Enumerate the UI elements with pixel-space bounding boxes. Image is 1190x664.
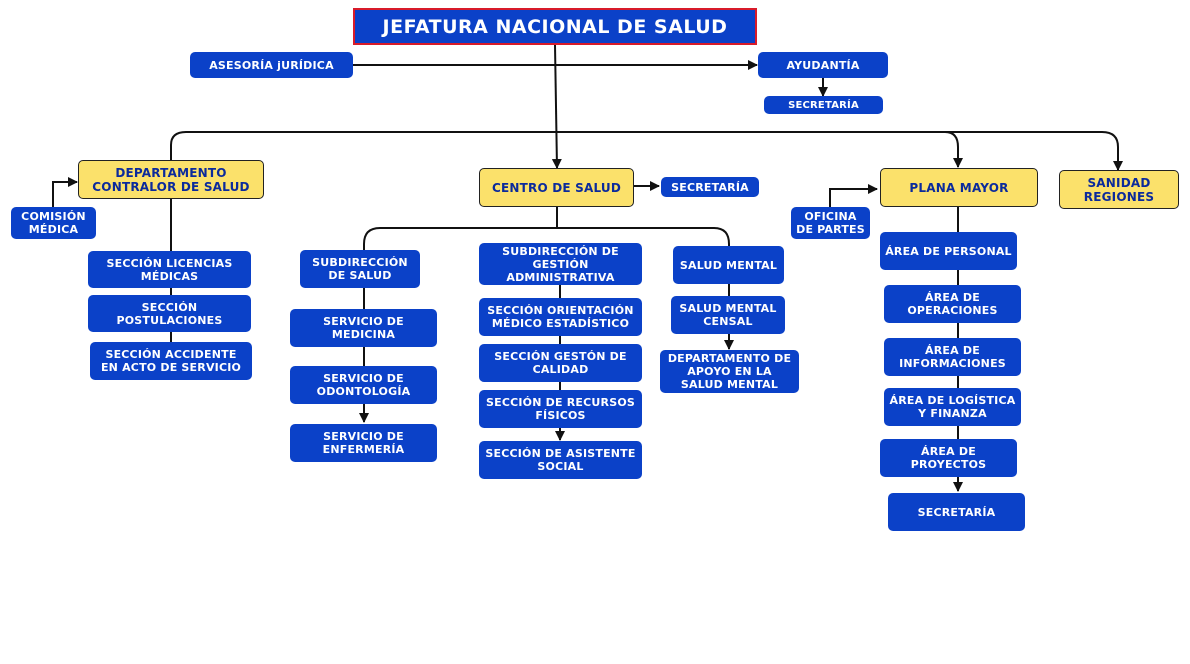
line-comision: [52, 177, 78, 207]
line-branch-left: [363, 227, 557, 250]
node-seccion-recursos-fisicos: SECCIÓN DE RECURSOS FÍSICOS: [479, 390, 642, 428]
node-ayudantia: AYUDANTÍA: [758, 52, 888, 78]
node-seccion-asistente-social: SECCIÓN DE ASISTENTE SOCIAL: [479, 441, 642, 479]
node-subdireccion-gestion: SUBDIRECCIÓN DE GESTIÓN ADMINISTRATIVA: [479, 243, 642, 285]
node-seccion-accidente: SECCIÓN ACCIDENTE EN ACTO DE SERVICIO: [90, 342, 252, 380]
node-seccion-licencias: SECCIÓN LICENCIAS MÉDICAS: [88, 251, 251, 288]
node-servicio-enfermeria: SERVICIO DE ENFERMERÍA: [290, 424, 437, 462]
node-area-informaciones: ÁREA DE INFORMACIONES: [884, 338, 1021, 376]
node-sanidad-regiones: SANIDAD REGIONES: [1059, 170, 1179, 209]
node-oficina-partes: OFICINA DE PARTES: [791, 207, 870, 239]
node-servicio-odontologia: SERVICIO DE ODONTOLOGÍA: [290, 366, 437, 404]
node-salud-mental-censal: SALUD MENTAL CENSAL: [671, 296, 785, 334]
line-oficina: [829, 184, 878, 207]
node-comision-medica: COMISIÓN MÉDICA: [11, 207, 96, 239]
line-top-bar: [170, 131, 1123, 171]
node-secretaria-plana: SECRETARÍA: [888, 493, 1025, 531]
node-area-operaciones: ÁREA DE OPERACIONES: [884, 285, 1021, 323]
line-trunk: [551, 44, 562, 169]
node-seccion-gestion-calidad: SECCIÓN GESTÓN DE CALIDAD: [479, 344, 642, 382]
node-jefatura: JEFATURA NACIONAL DE SALUD: [353, 8, 757, 45]
node-salud-mental: SALUD MENTAL: [673, 246, 784, 284]
node-plana-mayor: PLANA MAYOR: [880, 168, 1038, 207]
node-subdireccion-salud: SUBDIRECCIÓN DE SALUD: [300, 250, 420, 288]
node-seccion-postulaciones: SECCIÓN POSTULACIONES: [88, 295, 251, 332]
node-area-proyectos: ÁREA DE PROYECTOS: [880, 439, 1017, 477]
node-secretaria-ayudantia: SECRETARÍA: [764, 96, 883, 114]
node-secretaria-centro: SECRETARÍA: [661, 177, 759, 197]
node-seccion-orientacion: SECCIÓN ORIENTACIÓN MÉDICO ESTADÍSTICO: [479, 298, 642, 336]
node-asesoria-juridica: ASESORÍA jURÍDICA: [190, 52, 353, 78]
node-departamento-contralor: DEPARTAMENTO CONTRALOR DE SALUD: [78, 160, 264, 199]
line-to-plana: [944, 131, 963, 168]
line-branch-right: [557, 227, 730, 246]
node-servicio-medicina: SERVICIO DE MEDICINA: [290, 309, 437, 347]
node-area-logistica: ÁREA DE LOGÍSTICA Y FINANZA: [884, 388, 1021, 426]
node-area-personal: ÁREA DE PERSONAL: [880, 232, 1017, 270]
node-departamento-apoyo: DEPARTAMENTO DE APOYO EN LA SALUD MENTAL: [660, 350, 799, 393]
node-centro-salud: CENTRO DE SALUD: [479, 168, 634, 207]
